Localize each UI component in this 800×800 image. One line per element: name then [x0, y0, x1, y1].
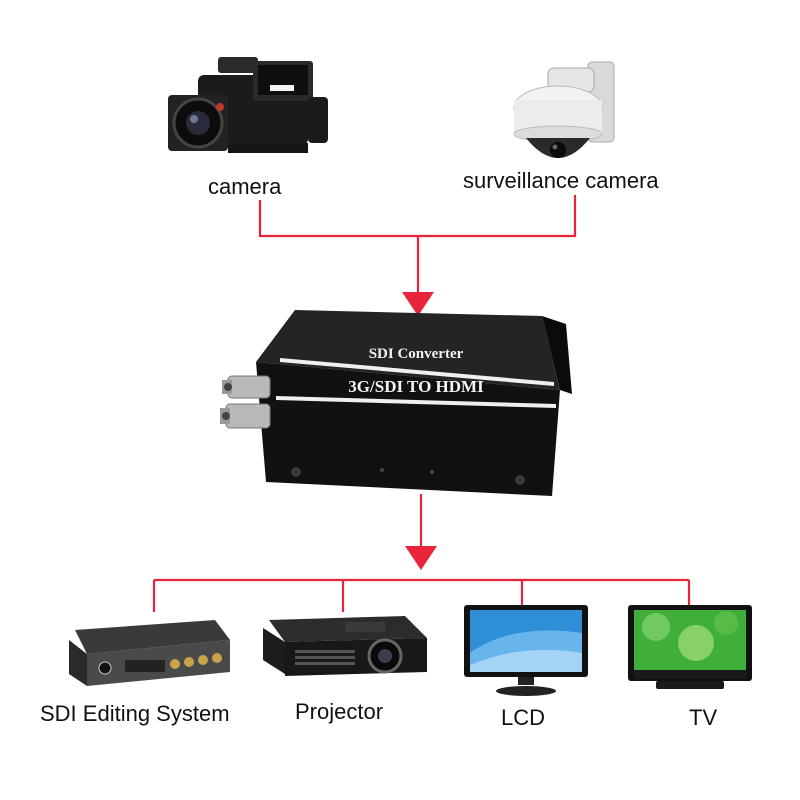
output-arrow-head	[405, 546, 437, 570]
lcd-monitor-icon	[464, 605, 588, 696]
converter-subtitle: 3G/SDI TO HDMI	[348, 377, 484, 396]
sdi-editing-system-icon	[69, 620, 230, 686]
projector-icon	[263, 616, 427, 676]
tv-label: TV	[689, 705, 718, 730]
camcorder-icon	[168, 57, 328, 153]
lcd-label: LCD	[501, 705, 546, 730]
sdi-converter-device: SDI Converter 3G/SDI TO HDMI	[220, 310, 572, 496]
converter-title: SDI Converter	[369, 346, 464, 362]
dome-camera-icon	[513, 61, 615, 158]
bnc-connector-top	[222, 375, 271, 399]
projector-label: Projector	[295, 699, 384, 724]
sdi-editing-system-label: SDI Editing System	[40, 701, 230, 726]
tv-icon	[628, 605, 752, 689]
camera-connector	[258, 195, 577, 238]
bnc-connector-bottom	[220, 403, 271, 429]
input-arrow-head	[402, 292, 434, 316]
surveillance-camera-label: surveillance camera	[463, 168, 659, 193]
camera-label: camera	[208, 174, 282, 199]
